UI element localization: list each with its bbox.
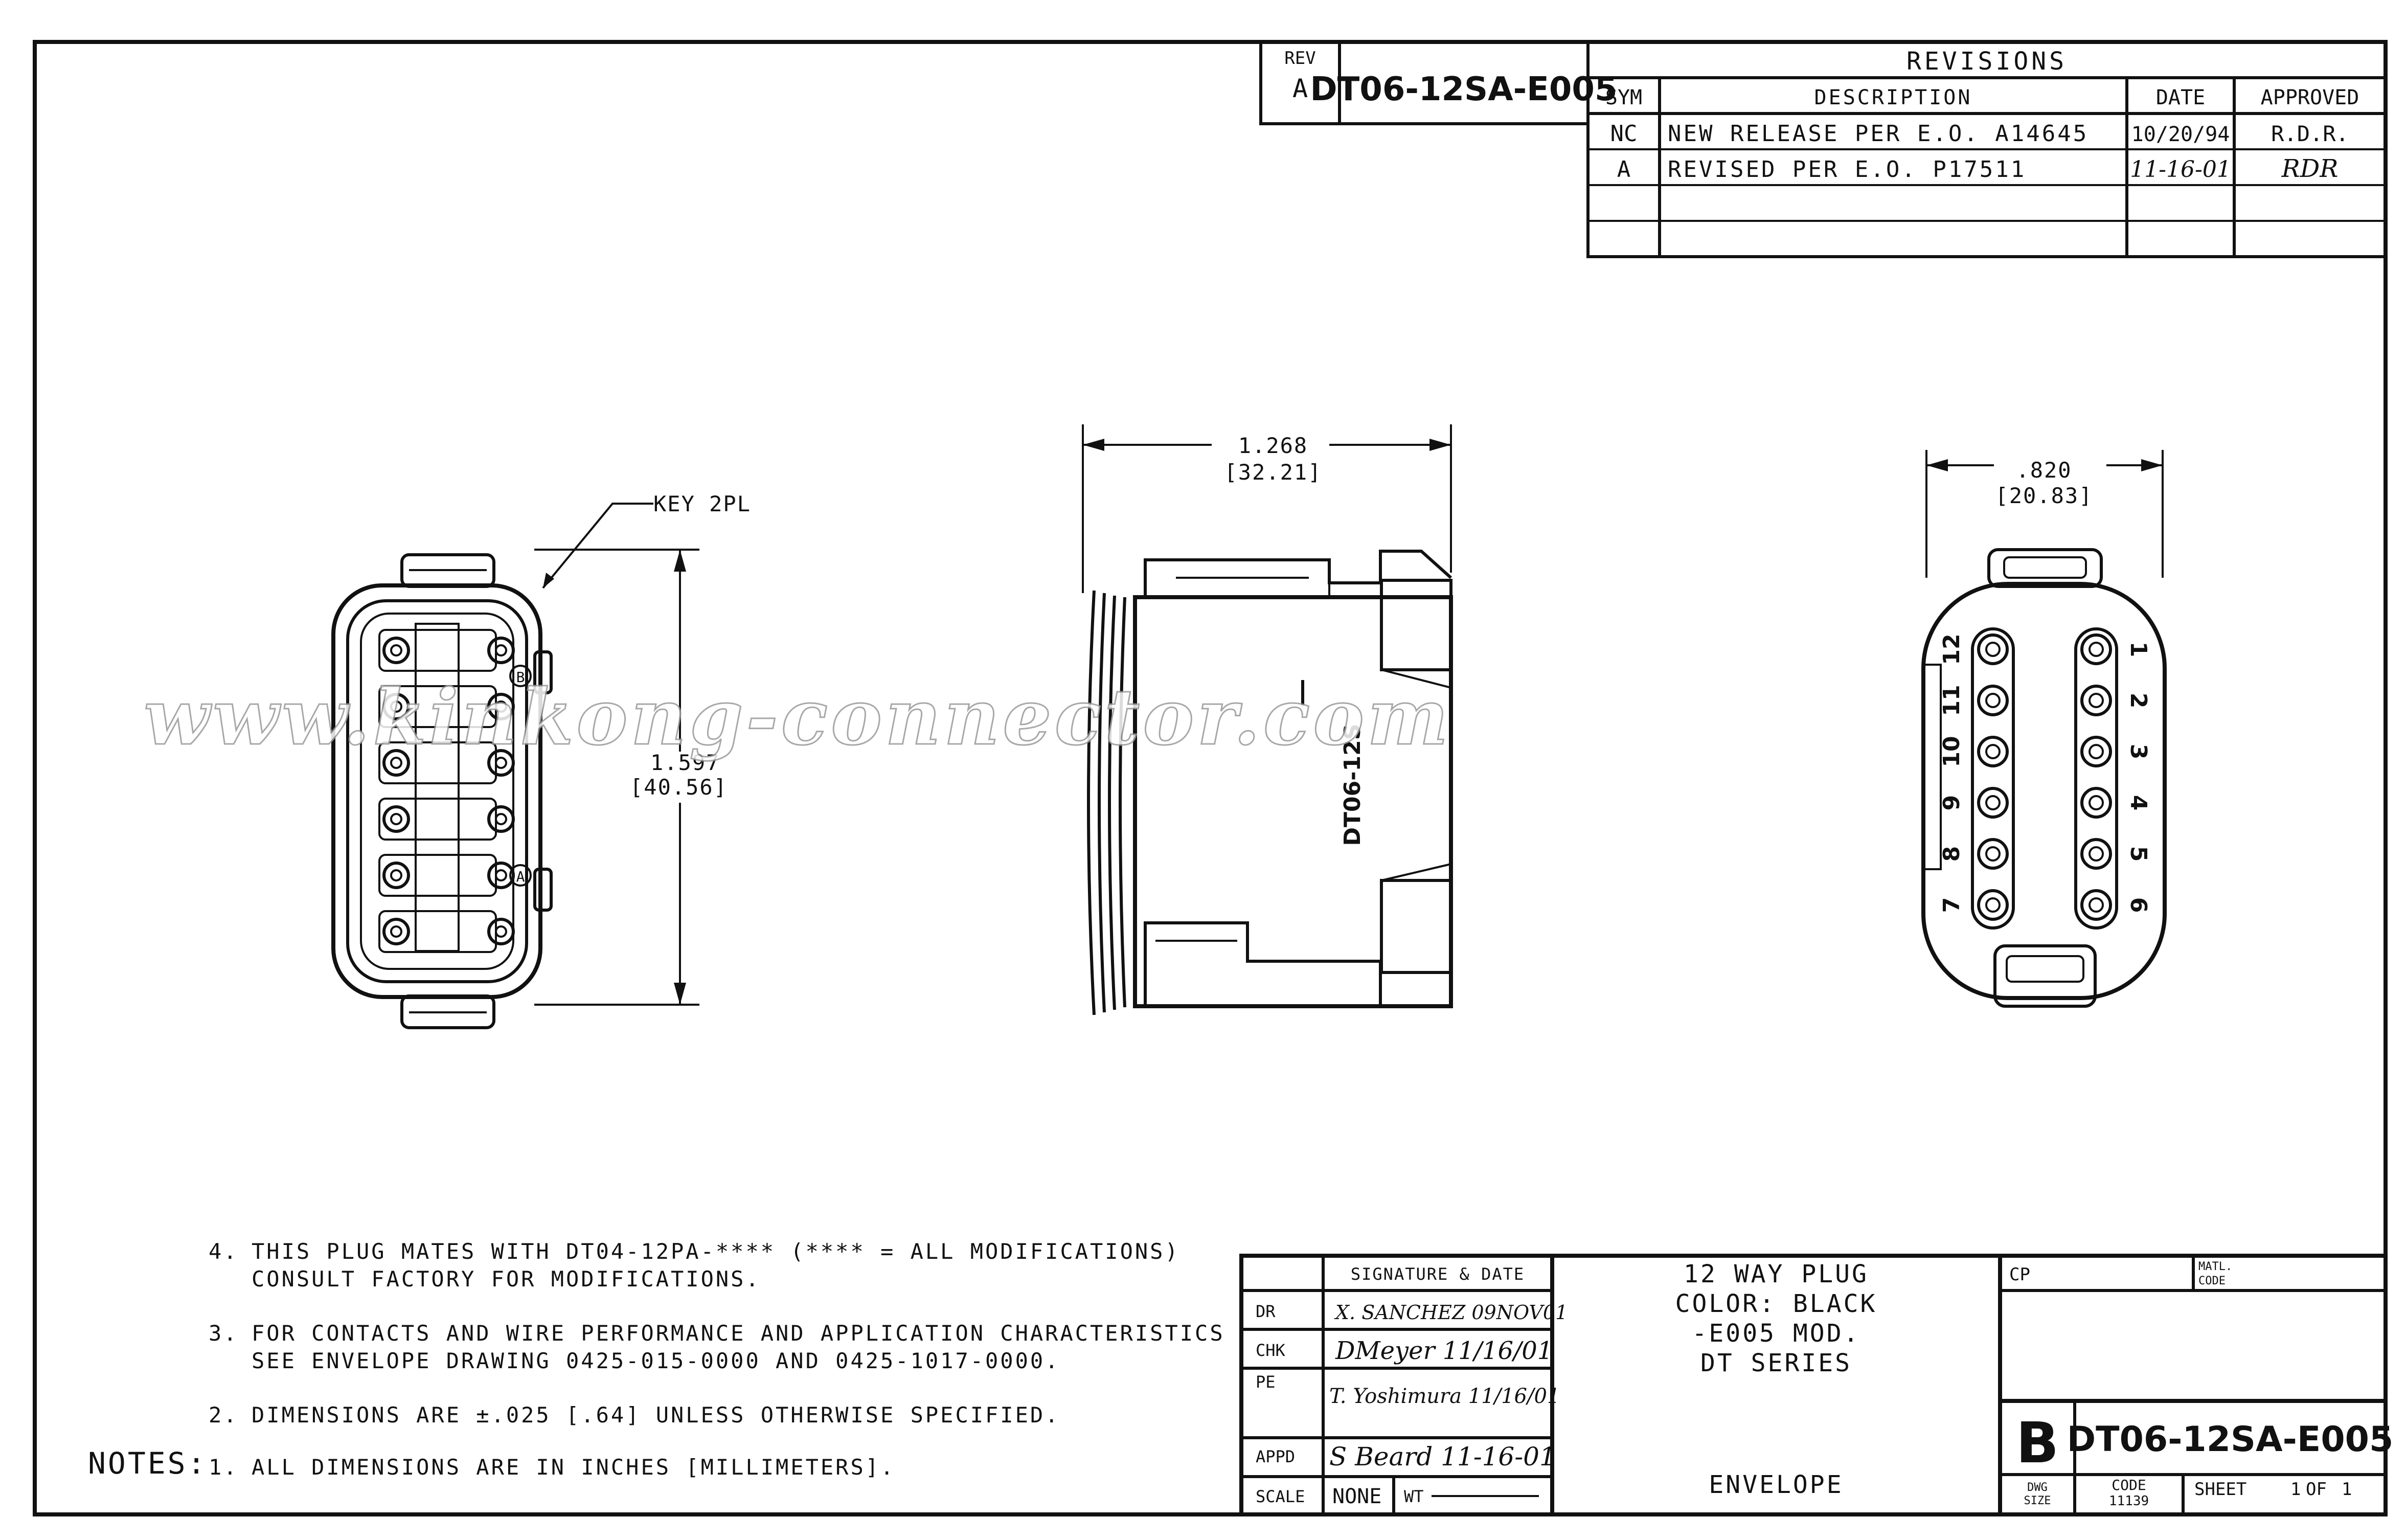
rev-header-date: DATE	[2156, 86, 2205, 109]
side-view: DT06-12S 1.268 [32.21]	[1082, 424, 1453, 1015]
dr-value: X. SANCHEZ 09NOV01	[1334, 1301, 1568, 1324]
rev-row-1-date: 10/20/94	[2131, 123, 2230, 146]
pe-label: PE	[1256, 1372, 1276, 1392]
rear-number-1: 1	[2125, 642, 2151, 658]
rear-width-mm: [20.83]	[1995, 483, 2093, 508]
cp-label: CP	[2009, 1264, 2030, 1285]
note-1-num: 1.	[209, 1455, 239, 1480]
front-view: B A KEY 2PL 1.597 [40.56]	[331, 491, 751, 1029]
revisions-title: REVISIONS	[1906, 47, 2067, 76]
rev-value: A	[1292, 74, 1308, 103]
rev-row-2-description: REVISED PER E.O. P17511	[1668, 156, 2026, 183]
top-drawing-number: DT06-12SA-E005	[1310, 71, 1618, 108]
note-4-line2: CONSULT FACTORY FOR MODIFICATIONS.	[252, 1266, 761, 1292]
code-label: CODE	[2112, 1477, 2146, 1493]
wt-label: WT	[1404, 1487, 1424, 1506]
code-value: 11139	[2109, 1493, 2149, 1509]
pe-value: T. Yoshimura 11/16/01	[1329, 1385, 1560, 1408]
rev-number-box: REV A DT06-12SA-E005	[1259, 40, 1618, 125]
chk-label: CHK	[1256, 1341, 1286, 1360]
front-height-in: 1.597	[650, 750, 720, 775]
front-height-mm: [40.56]	[630, 775, 728, 800]
title-block-drawing-number: DT06-12SA-E005	[2067, 1419, 2394, 1460]
matl-code-label: CODE	[2198, 1275, 2226, 1287]
rear-number-10: 10	[1939, 736, 1965, 767]
desc-line-1: 12 WAY PLUG	[1684, 1260, 1869, 1288]
watermark: www.kinkong-connector.com	[144, 672, 1451, 762]
side-width-mm: [32.21]	[1224, 460, 1322, 485]
rear-number-7: 7	[1939, 897, 1965, 913]
scale-value: NONE	[1332, 1485, 1381, 1508]
dr-label: DR	[1256, 1302, 1276, 1321]
of-label: OF	[2306, 1479, 2327, 1500]
of-value: 1	[2342, 1479, 2352, 1500]
rear-number-9: 9	[1939, 795, 1965, 811]
rev-row-1-description: NEW RELEASE PER E.O. A14645	[1668, 121, 2089, 147]
cavity-letter-b: B	[516, 669, 525, 686]
appd-value: S Beard 11-16-01	[1329, 1442, 1556, 1471]
side-part-marking: DT06-12S	[1340, 724, 1366, 846]
rear-view: 12 11 10 9 8 7 1 2 3 4 5 6 .820 [20.83]	[1921, 450, 2167, 1008]
rear-width-in: .820	[2016, 458, 2072, 483]
rev-row-2-approved: RDR	[2281, 154, 2339, 183]
rev-label: REV	[1284, 48, 1315, 69]
note-2-line1: DIMENSIONS ARE ±.025 [.64] UNLESS OTHERW…	[252, 1402, 1060, 1428]
rear-number-4: 4	[2125, 795, 2151, 811]
note-3-num: 3.	[209, 1321, 239, 1346]
key-label: KEY 2PL	[653, 491, 751, 516]
rear-cavities	[1977, 633, 2112, 921]
rear-number-5: 5	[2125, 846, 2151, 862]
scale-label: SCALE	[1256, 1487, 1305, 1506]
rev-row-1-approved: R.D.R.	[2271, 121, 2349, 146]
sheet-label: SHEET	[2194, 1479, 2246, 1500]
note-1-line1: ALL DIMENSIONS ARE IN INCHES [MILLIMETER…	[252, 1455, 895, 1480]
desc-line-4: DT SERIES	[1700, 1349, 1852, 1377]
dwg-label: DWG	[2027, 1481, 2048, 1494]
sheet-value: 1	[2290, 1479, 2301, 1500]
rear-number-2: 2	[2125, 693, 2151, 709]
side-width-in: 1.268	[1238, 433, 1308, 458]
front-cavity-rows	[378, 629, 515, 953]
rear-number-11: 11	[1939, 685, 1965, 716]
chk-value: DMeyer 11/16/01	[1335, 1337, 1553, 1365]
drawing-size: B	[2016, 1410, 2059, 1476]
cavity-letter-a: A	[516, 868, 525, 885]
rear-number-8: 8	[1939, 846, 1965, 862]
note-4-line1: THIS PLUG MATES WITH DT04-12PA-**** (***…	[252, 1239, 1180, 1264]
note-3-line1: FOR CONTACTS AND WIRE PERFORMANCE AND AP…	[252, 1321, 1225, 1346]
note-3-line2: SEE ENVELOPE DRAWING 0425-015-0000 AND 0…	[252, 1348, 1060, 1373]
rev-row-2-sym: A	[1617, 156, 1631, 183]
matl-label: MATL.	[2198, 1260, 2232, 1273]
desc-line-3: -E005 MOD.	[1692, 1319, 1860, 1348]
envelope-label: ENVELOPE	[1709, 1470, 1843, 1499]
rev-header-sym: SYM	[1605, 86, 1642, 109]
title-block: SIGNATURE & DATE DR X. SANCHEZ 09NOV01 C…	[1239, 1254, 2394, 1516]
rev-header-approved: APPROVED	[2261, 86, 2359, 109]
rear-number-6: 6	[2125, 897, 2151, 913]
appd-label: APPD	[1256, 1447, 1295, 1466]
desc-line-2: COLOR: BLACK	[1675, 1289, 1877, 1318]
rear-number-12: 12	[1939, 633, 1965, 665]
signature-header: SIGNATURE & DATE	[1351, 1264, 1525, 1284]
revisions-table: REVISIONS SYM DESCRIPTION DATE APPROVED …	[1586, 40, 2387, 258]
rev-row-2-date: 11-16-01	[2130, 156, 2231, 183]
rev-row-1-sym: NC	[1610, 121, 1638, 147]
note-4-num: 4.	[209, 1239, 239, 1264]
size-label: SIZE	[2024, 1494, 2051, 1507]
rev-header-description: DESCRIPTION	[1814, 86, 1972, 109]
rear-number-3: 3	[2125, 744, 2151, 760]
note-2-num: 2.	[209, 1402, 239, 1428]
sheet-border	[33, 40, 2388, 1516]
notes: 4. THIS PLUG MATES WITH DT04-12PA-**** (…	[88, 1239, 1225, 1481]
notes-label: NOTES:	[88, 1446, 208, 1481]
